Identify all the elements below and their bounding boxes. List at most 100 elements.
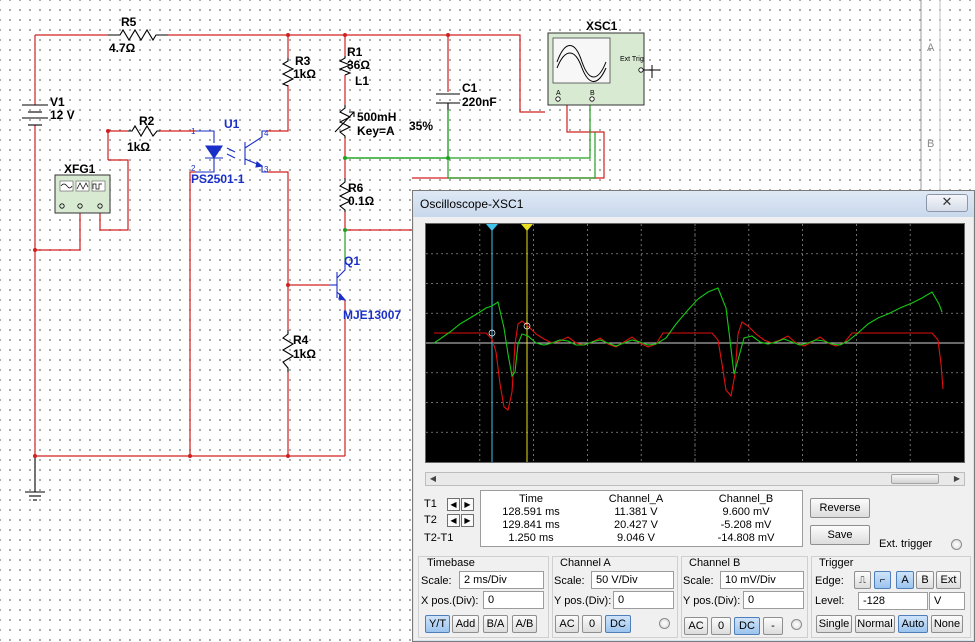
xsc1-ch-a-label: A — [556, 90, 561, 97]
timebase-scale-field[interactable]: 2 ms/Div — [459, 571, 544, 589]
scroll-right-icon[interactable]: ▶ — [953, 474, 961, 483]
channel-b-ypos-label: Y pos.(Div): — [683, 595, 741, 607]
t1-channel-a: 11.381 V — [614, 506, 658, 518]
falling-edge-icon: ⌐ — [879, 575, 886, 586]
rising-edge-button[interactable]: ⎍ — [854, 571, 871, 589]
trigger-title: Trigger — [819, 557, 854, 569]
l1-key: Key=A — [357, 124, 395, 138]
channel-a-ypos-label: Y pos.(Div): — [554, 595, 612, 607]
trigger-edge-b-button[interactable]: B — [916, 571, 934, 589]
u1-pin-4: 4 — [264, 129, 269, 138]
mode-yt-button[interactable]: Y/T — [425, 615, 450, 633]
mode-ab-button[interactable]: A/B — [512, 615, 537, 633]
channel-b-zero-button[interactable]: 0 — [711, 617, 731, 635]
channel-b-scale-field[interactable]: 10 mV/Div — [720, 571, 804, 589]
header-channel-a: Channel_A — [608, 493, 664, 505]
r2-value: 1kΩ — [127, 140, 150, 154]
channel-b-group — [681, 556, 808, 638]
scroll-left-icon[interactable]: ◀ — [429, 474, 437, 483]
c1-value: 220nF — [462, 95, 497, 109]
q1-part: MJE13007 — [343, 308, 402, 322]
oscilloscope-window[interactable]: Oscilloscope-XSC1 ✕ — [412, 190, 975, 642]
c1-name: C1 — [462, 81, 478, 95]
save-button[interactable]: Save — [810, 525, 870, 545]
trigger-edge-a-button[interactable]: A — [896, 571, 914, 589]
u1-pin-1: 1 — [191, 127, 196, 136]
trigger-auto-button[interactable]: Auto — [898, 615, 928, 633]
channel-a-dc-button[interactable]: DC — [605, 615, 631, 633]
oscilloscope-screen[interactable] — [425, 223, 965, 463]
trigger-level-field[interactable]: -128 — [858, 592, 928, 610]
t1-label: T1 — [424, 498, 437, 510]
trigger-level-label: Level: — [815, 595, 845, 607]
t2-label: T2 — [424, 514, 437, 526]
t2-right-arrow-icon[interactable]: ▶ — [461, 514, 474, 527]
t1-right-arrow-icon[interactable]: ▶ — [461, 498, 474, 511]
delta-channel-a: 9.046 V — [617, 532, 655, 544]
delta-channel-b: -14.808 mV — [717, 532, 775, 544]
xsc1-ch-b-label: B — [590, 90, 595, 97]
channel-b-ypos-field[interactable]: 0 — [743, 591, 804, 609]
t2-time: 129.841 ms — [502, 519, 560, 531]
trigger-single-button[interactable]: Single — [816, 615, 852, 633]
ruler-mark-b: B — [927, 138, 935, 150]
r3-value: 1kΩ — [293, 67, 316, 81]
channel-a-scale-field[interactable]: 50 V/Div — [591, 571, 674, 589]
close-button[interactable]: ✕ — [926, 194, 968, 212]
xsc1-name: XSC1 — [586, 19, 618, 33]
r4-value: 1kΩ — [293, 347, 316, 361]
mode-add-button[interactable]: Add — [452, 615, 479, 633]
t2-t1-label: T2-T1 — [424, 532, 454, 544]
channel-b-ac-button[interactable]: AC — [684, 617, 708, 635]
trigger-edge-ext-button[interactable]: Ext — [936, 571, 961, 589]
scrollbar-thumb[interactable] — [891, 474, 939, 484]
r4-name: R4 — [293, 333, 309, 347]
rising-edge-icon: ⎍ — [859, 575, 866, 586]
t2-channel-b: -5.208 mV — [720, 519, 772, 531]
timebase-xpos-label: X pos.(Div): — [421, 595, 479, 607]
close-icon: ✕ — [941, 195, 953, 210]
header-channel-b: Channel_B — [718, 493, 774, 505]
trigger-edge-label: Edge: — [815, 575, 844, 587]
xsc1-ext-trig-label: Ext Trig — [620, 56, 644, 63]
l1-name: L1 — [355, 74, 370, 88]
l1-value: 500mH — [357, 110, 397, 124]
trigger-level-unit[interactable]: V — [929, 592, 965, 610]
trigger-normal-button[interactable]: Normal — [855, 615, 895, 633]
t2-left-arrow-icon[interactable]: ◀ — [447, 514, 460, 527]
channel-a-ypos-field[interactable]: 0 — [613, 591, 674, 609]
timebase-group — [418, 556, 549, 638]
channel-a-ac-button[interactable]: AC — [555, 615, 579, 633]
ruler-mark-a: A — [927, 42, 935, 54]
reverse-button[interactable]: Reverse — [810, 498, 870, 518]
ext-trigger-radio[interactable] — [951, 539, 962, 550]
q1-name: Q1 — [344, 254, 361, 268]
screen-scrollbar[interactable]: ◀ ▶ — [425, 472, 965, 486]
r1-value: 36Ω — [347, 58, 370, 72]
header-time: Time — [518, 493, 544, 505]
channel-b-invert-button[interactable]: - — [763, 617, 783, 635]
r1-name: R1 — [347, 45, 363, 59]
r6-value: 0.1Ω — [348, 194, 375, 208]
mode-ba-button[interactable]: B/A — [483, 615, 508, 633]
r6-name: R6 — [348, 181, 364, 195]
timebase-xpos-field[interactable]: 0 — [483, 591, 544, 609]
t1-time: 128.591 ms — [502, 506, 560, 518]
falling-edge-button[interactable]: ⌐ — [874, 571, 891, 589]
t1-left-arrow-icon[interactable]: ◀ — [447, 498, 460, 511]
channel-b-dc-button[interactable]: DC — [734, 617, 760, 635]
channel-a-radio[interactable] — [659, 618, 670, 629]
r5-value: 4.7Ω — [109, 41, 136, 55]
timebase-title: Timebase — [427, 557, 475, 569]
oscilloscope-title: Oscilloscope-XSC1 — [420, 197, 524, 211]
u1-pin-3: 3 — [264, 165, 269, 174]
trigger-none-button[interactable]: None — [931, 615, 963, 633]
v1-name: V1 — [50, 95, 65, 109]
oscilloscope-titlebar[interactable]: Oscilloscope-XSC1 ✕ — [413, 191, 974, 217]
delta-time: 1.250 ms — [508, 532, 554, 544]
channel-a-zero-button[interactable]: 0 — [582, 615, 602, 633]
u1-pin-2: 2 — [191, 164, 196, 173]
channel-b-radio[interactable] — [791, 619, 802, 630]
u1-name: U1 — [224, 117, 240, 131]
